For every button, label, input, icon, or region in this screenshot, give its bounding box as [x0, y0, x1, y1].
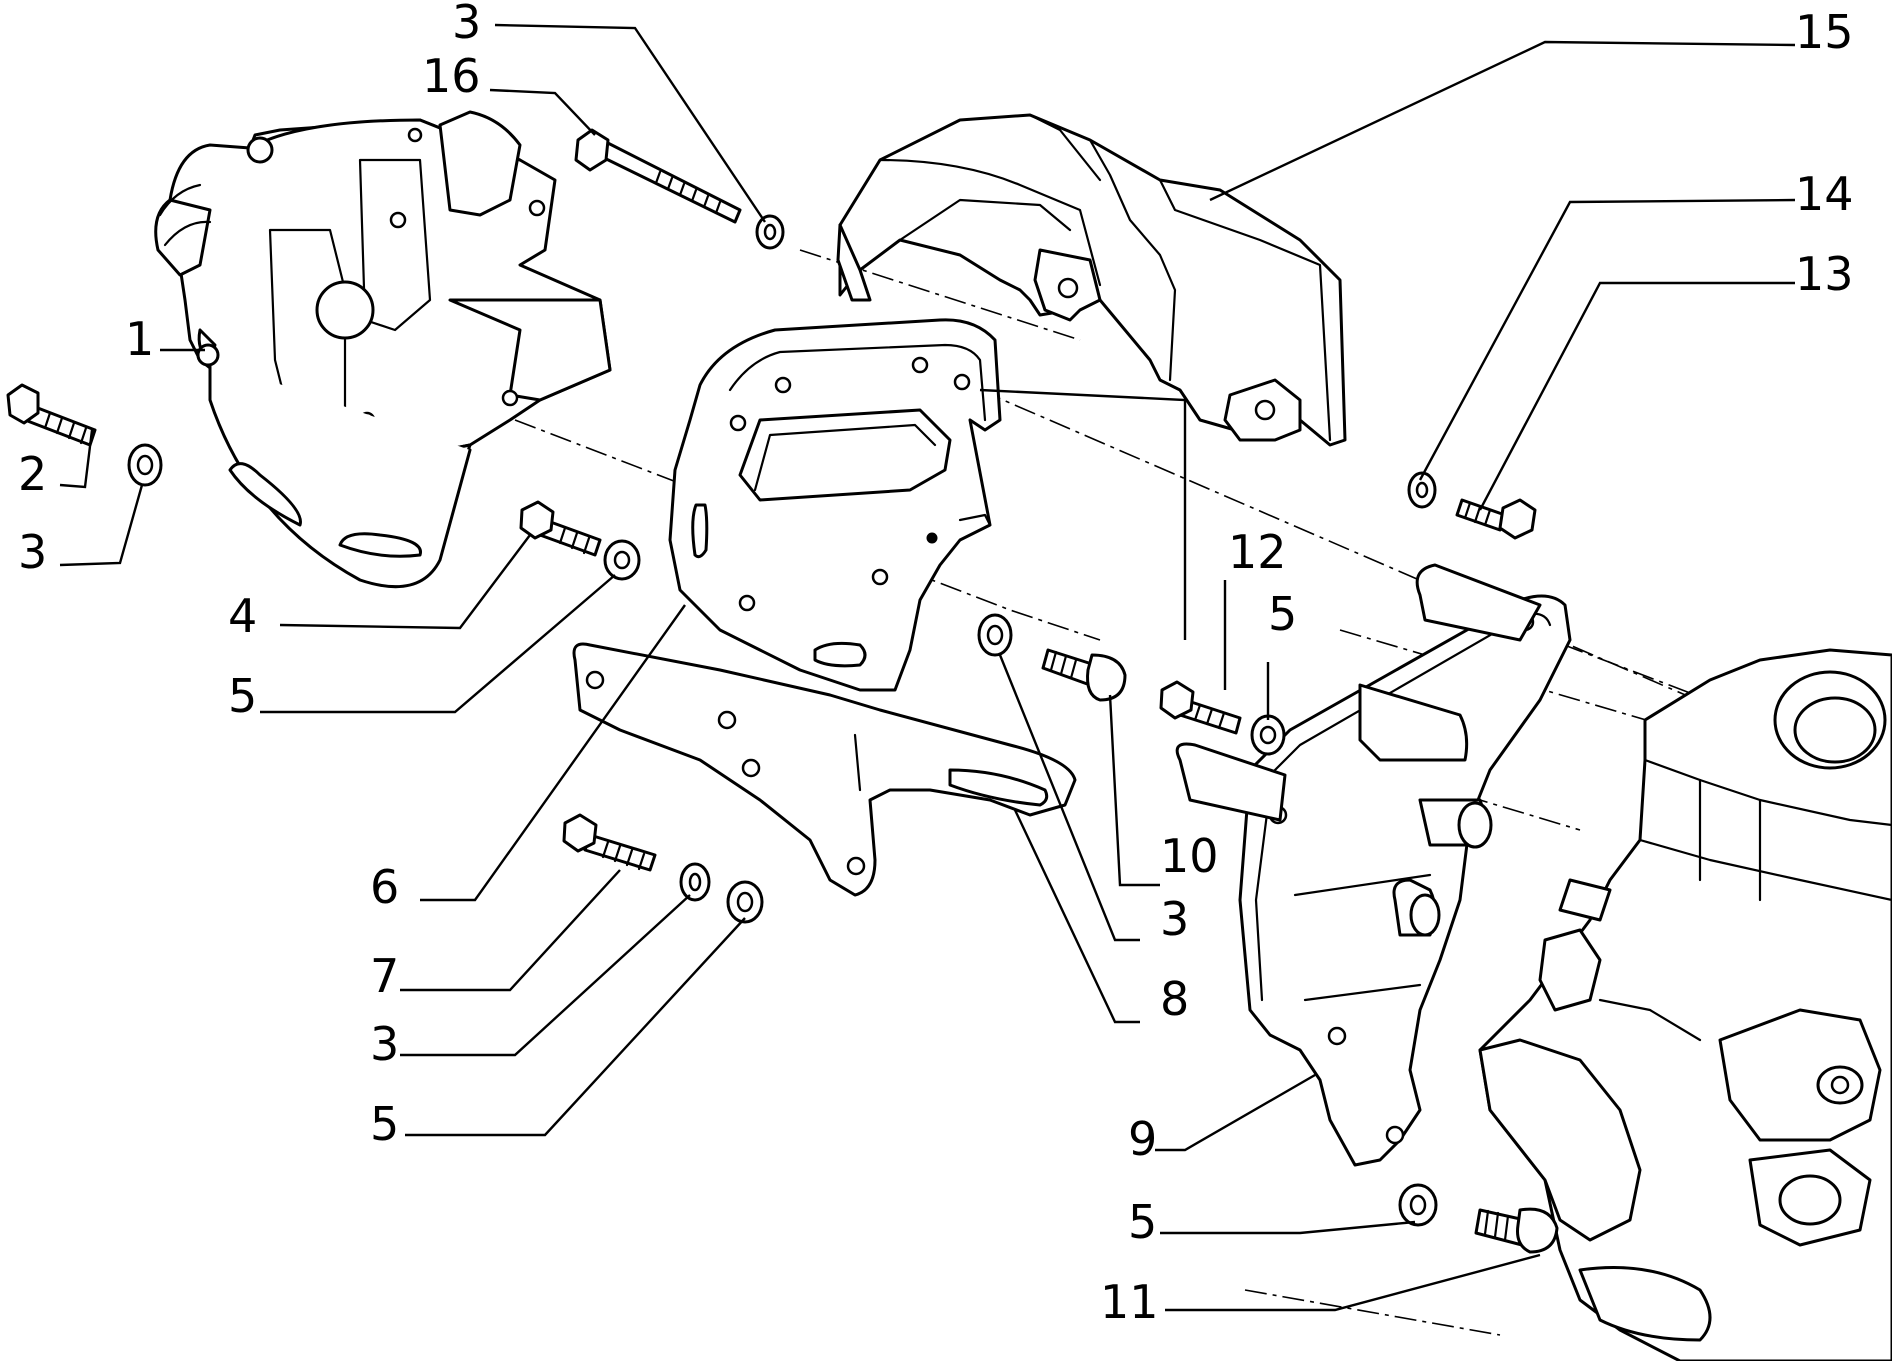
callout-13: 13 [1795, 247, 1854, 301]
bolt-4 [519, 500, 602, 557]
callout-3: 3 [18, 525, 47, 579]
callout-2: 2 [18, 447, 47, 501]
callout-labels: 3 16 15 14 13 1 2 3 4 5 12 5 6 10 7 3 3 … [18, 0, 1854, 1329]
bolt-10 [1041, 648, 1127, 702]
callout-8: 8 [1160, 972, 1189, 1026]
callout-7: 7 [370, 949, 399, 1003]
bolt-7 [562, 813, 657, 872]
callout-5: 5 [1128, 1195, 1157, 1249]
bolt-13 [1455, 498, 1537, 540]
callout-3: 3 [370, 1017, 399, 1071]
callout-11: 11 [1100, 1275, 1159, 1329]
power-steering-pump [154, 110, 612, 589]
callout-15: 15 [1795, 5, 1854, 59]
callout-5: 5 [370, 1097, 399, 1151]
callout-3: 3 [452, 0, 481, 49]
callout-16: 16 [422, 49, 481, 103]
callout-4: 4 [228, 589, 257, 643]
leader-lines [59, 23, 1796, 1312]
callout-3: 3 [1160, 892, 1189, 946]
bolt-12 [1159, 680, 1242, 735]
callout-10: 10 [1160, 829, 1219, 883]
engine-block [1478, 648, 1892, 1361]
callout-5: 5 [228, 669, 257, 723]
callout-6: 6 [370, 860, 399, 914]
mounting-plate [668, 318, 1002, 692]
main-bracket [1175, 563, 1572, 1167]
callout-5: 5 [1268, 587, 1297, 641]
fasteners [6, 128, 1559, 1254]
bolt-2 [6, 383, 97, 447]
bolt-11 [1474, 1207, 1559, 1254]
callout-9: 9 [1128, 1112, 1157, 1166]
callout-14: 14 [1795, 167, 1854, 221]
belt-guard-cover [836, 113, 1347, 447]
callout-12: 12 [1228, 525, 1287, 579]
bolt-16 [574, 128, 742, 224]
callout-1: 1 [125, 312, 154, 366]
adjuster-bracket [572, 642, 1077, 897]
